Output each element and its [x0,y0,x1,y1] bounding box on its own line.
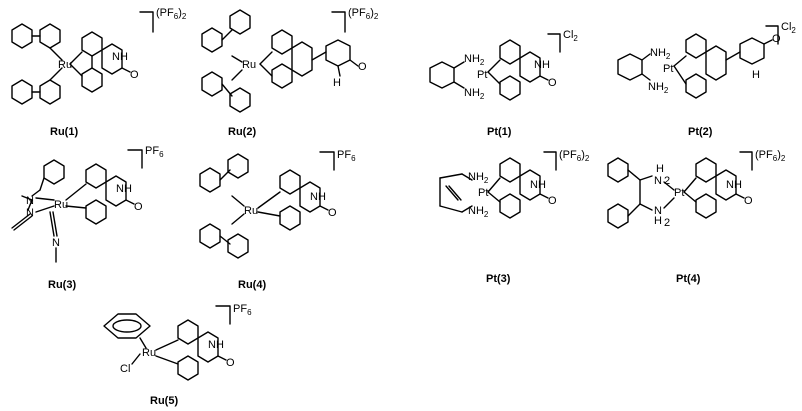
nh-ru3: NH [116,183,132,195]
n-axial-ru3: N [52,237,60,249]
metal-ru2: Ru [242,59,256,71]
compound-pt4: H N N 2 H 2 Pt NH O (PF6)2 Pt(4) [607,149,786,285]
label-ru4: Ru(4) [238,279,266,291]
nh2-a-pt3: NH2 [468,171,489,185]
compound-pt3: NH2 NH2 Pt NH O (PF6)2 Pt(3) [439,149,590,285]
n-amine-ru3: N [26,195,34,207]
two-a-pt4: 2 [664,175,670,187]
nh-ru1: NH [112,51,128,63]
o-ru4: O [328,207,337,219]
two-b-pt4: 2 [664,217,670,229]
nh2-a-pt1: NH2 [464,53,485,67]
o-ru1: O [130,69,139,81]
label-ru2: Ru(2) [228,126,256,138]
metal-pt1: Pt [477,69,487,81]
metal-ru3: Ru [54,199,68,211]
compound-ru3: N N Ru N NH O PF6 Ru(3) [11,145,164,291]
o-ru5: O [226,357,235,369]
nh-ru5: NH [208,339,224,351]
nh-ru2: H [333,77,341,89]
charge-ru5: PF6 [233,303,252,317]
charge-ru3: PF6 [145,145,164,159]
compound-ru5: Ru Cl NH O PF6 Ru(5) [103,303,252,407]
cl-ru5: Cl [120,363,130,375]
charge-ru2: (PF6)2 [348,7,379,21]
label-ru1: Ru(1) [50,126,78,138]
charge-pt4: (PF6)2 [755,149,786,163]
nh-ru4: NH [310,191,326,203]
label-pt3: Pt(3) [486,273,511,285]
compound-pt1: NH2 NH2 Pt NH O Cl2 Pt(1) [429,29,578,138]
charge-pt1: Cl2 [563,29,578,43]
label-ru5: Ru(5) [150,395,178,407]
nh2-a-pt2: NH2 [650,47,671,61]
label-pt1: Pt(1) [487,126,512,138]
metal-ru5: Ru [142,347,156,359]
o-ru2: O [358,61,367,73]
nh-pt1: NH [534,59,550,71]
metal-pt4: Pt [674,187,684,199]
h-b-pt4: H [654,215,662,227]
o-pt4: O [744,195,753,207]
nh-pt2: H [752,69,760,81]
charge-ru1: (PF6)2 [156,7,187,21]
metal-ru4: Ru [244,205,258,217]
o-pt2: O [772,33,781,45]
compound-ru1: Ru NH O (PF6)2 Ru(1) [11,7,187,138]
o-pt3: O [548,195,557,207]
n-a-pt4: N [654,175,662,187]
metal-ru1: Ru [58,59,72,71]
n-nitrile-ru3: N [26,207,34,219]
o-pt1: O [548,77,557,89]
metal-pt2: Pt [663,63,673,75]
charge-ru4: PF6 [337,149,356,163]
compound-ru4: Ru NH O PF6 Ru(4) [199,149,356,291]
label-ru3: Ru(3) [48,279,76,291]
nh2-b-pt2: NH2 [648,81,669,95]
compound-ru2: Ru O H (PF6)2 Ru(2) [201,7,379,138]
nh2-b-pt3: NH2 [468,205,489,219]
n-b-pt4: N [654,205,662,217]
charge-pt3: (PF6)2 [559,149,590,163]
nh2-b-pt1: NH2 [464,87,485,101]
label-pt4: Pt(4) [676,273,701,285]
h-a-pt4: H [656,163,664,175]
compound-pt2: NH2 NH2 Pt O H Cl2 Pt(2) [617,21,796,138]
o-ru3: O [134,201,143,213]
nh-pt3: NH [530,179,546,191]
metal-pt3: Pt [478,187,488,199]
charge-pt2: Cl2 [781,21,796,35]
label-pt2: Pt(2) [688,126,713,138]
nh-pt4: NH [726,179,742,191]
